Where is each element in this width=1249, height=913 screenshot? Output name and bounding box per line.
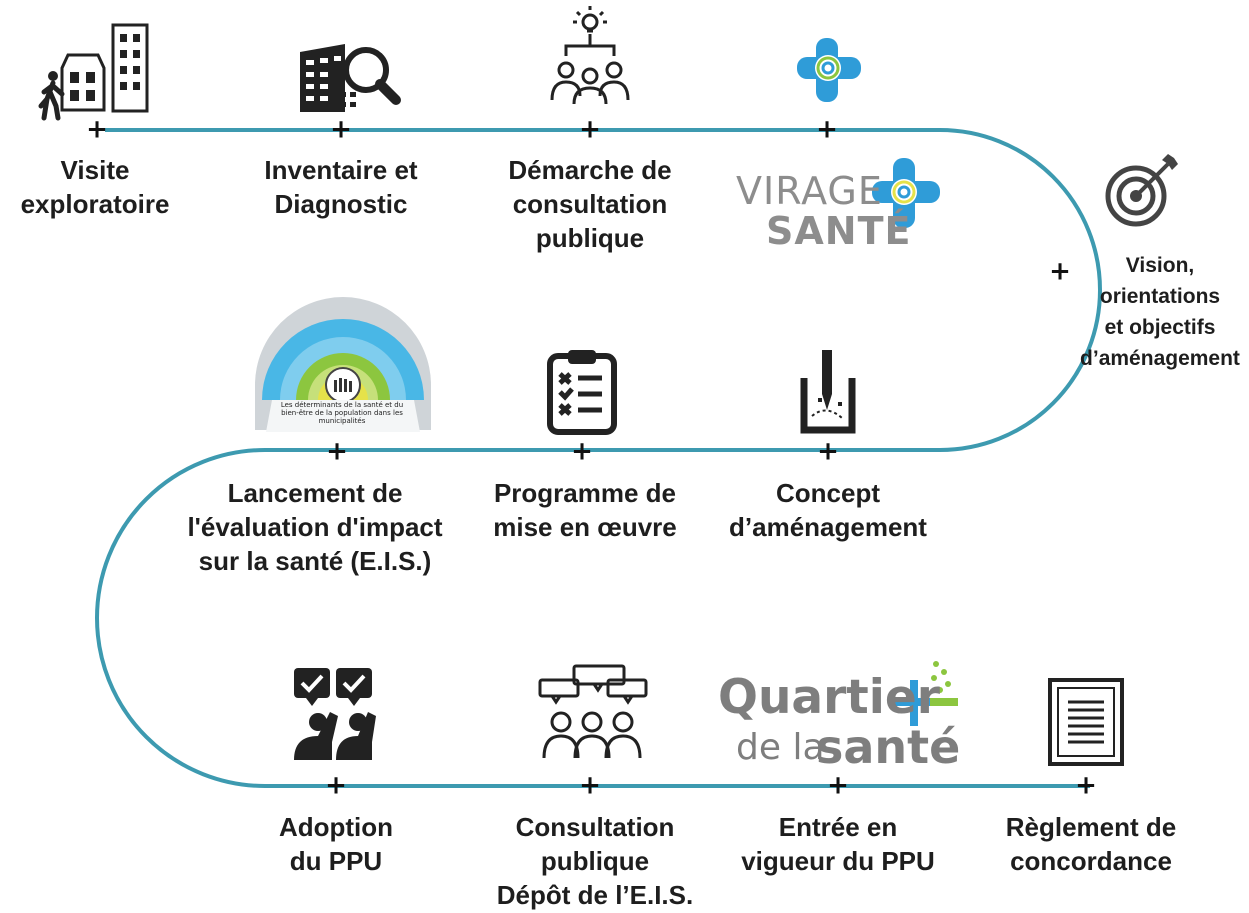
health-determinants-wheel-icon [255,297,431,432]
step-label-line: vigueur du PPU [741,846,935,876]
step-label-line: d’aménagement [1080,347,1240,370]
step-label-vision: Vision, orientations et objectifs d’amén… [1080,250,1240,374]
step-label-line: sur la santé (E.I.S.) [198,546,432,576]
step-label-consultation: Consultation publique Dépôt de l’E.I.S. [480,810,710,912]
step-node: + [1049,256,1071,287]
step-node: + [579,770,601,801]
pedestrian-buildings-icon [38,23,149,121]
step-label-adoption: Adoption du PPU [246,810,426,878]
virage-logo-line1: VIRAGE [736,169,883,213]
step-label-line: Inventaire et [264,155,418,185]
step-label-line: Lancement de [227,478,403,508]
lightbulb-group-icon [550,6,630,105]
step-label-line: exploratoire [20,189,170,219]
step-label-reglement: Règlement de concordance [986,810,1196,878]
step-node: + [86,114,108,145]
step-label-line: Vision, [1125,254,1195,277]
step-label-line: publique [540,846,650,876]
step-label-line: Programme de [493,478,677,508]
step-label-line: orientations [1099,285,1221,308]
step-label-line: Visite [60,155,130,185]
people-vote-icon [294,668,376,760]
step-label-line: Adoption [278,812,394,842]
virage-logo-line2: SANTÉ [766,209,912,253]
virage-cross-icon [872,158,940,228]
step-label-line: d’aménagement [729,512,927,542]
quartier-sante-logo: Quartier de la santé [718,664,968,779]
step-node: + [816,114,838,145]
step-label-line: Concept [776,478,880,508]
wheel-caption: Les déterminants de la santé et du bien-… [280,401,404,425]
step-node: + [579,114,601,145]
step-label-line: et objectifs [1104,316,1216,339]
step-label-demarche: Démarche de consultation publique [490,153,690,255]
step-node: + [817,436,839,467]
quartier-sante-logo-icon [890,661,958,726]
step-node: + [330,114,352,145]
step-label-line: Règlement de [1005,812,1177,842]
step-label-inventaire: Inventaire et Diagnostic [246,153,436,221]
step-label-line: mise en œuvre [493,512,677,542]
step-label-programme: Programme de mise en œuvre [480,476,690,544]
step-label-line: Dépôt de l’E.I.S. [496,880,694,910]
health-cross-target-icon [797,38,861,102]
clipboard-checklist-icon [547,350,617,435]
step-node: + [326,436,348,467]
step-label-line: Consultation [515,812,675,842]
step-label-line: consultation [512,189,668,219]
step-label-concept: Concept d’aménagement [718,476,938,544]
step-label-line: du PPU [289,846,383,876]
step-label-lancement: Lancement de l'évaluation d'impact sur l… [160,476,470,578]
quartier-logo-line3: santé [816,720,961,774]
document-icon [1048,678,1124,766]
target-arrow-icon [1105,154,1178,227]
step-label-line: Diagnostic [274,189,408,219]
step-node: + [827,770,849,801]
people-speech-bubbles-icon [538,664,648,759]
step-label-line: Démarche de [508,155,672,185]
virage-sante-logo: VIRAGE SANTÉ [728,160,958,260]
hand-drawing-plan-icon [800,350,856,434]
quartier-logo-line1: Quartier [718,670,940,725]
step-label-visite: Visite exploratoire [10,153,180,221]
step-node: + [325,770,347,801]
step-label-line: concordance [1010,846,1172,876]
quartier-logo-line2: de la [736,727,825,768]
step-node: + [1075,770,1097,801]
step-node: + [571,436,593,467]
step-label-line: publique [535,223,645,253]
step-label-line: Entrée en [778,812,898,842]
step-label-entree: Entrée en vigueur du PPU [728,810,948,878]
building-magnifier-icon [300,44,401,112]
step-label-line: l'évaluation d'impact [187,512,443,542]
